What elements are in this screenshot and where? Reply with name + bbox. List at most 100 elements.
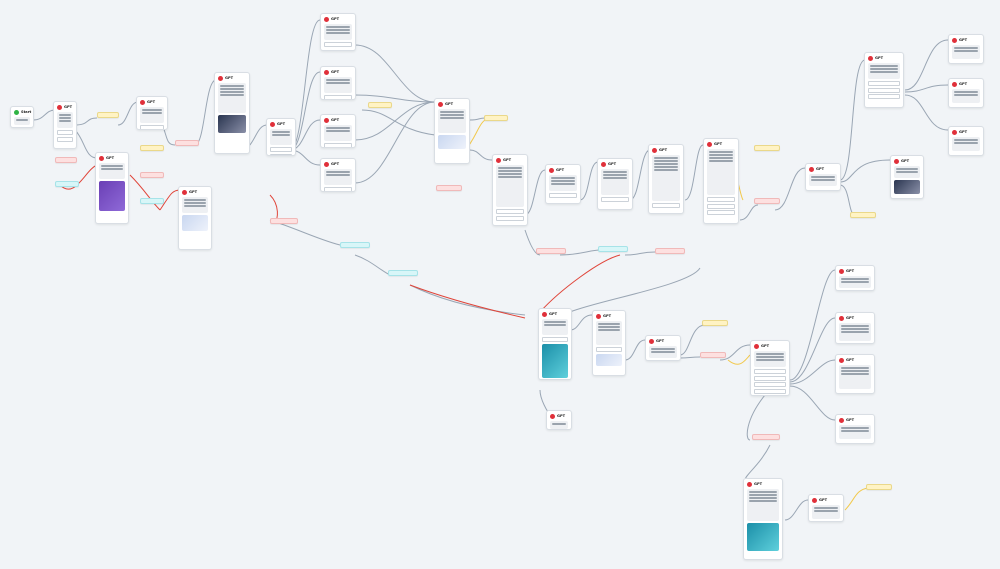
message-node[interactable]: GPT: [545, 164, 581, 204]
start-node[interactable]: Start: [10, 106, 34, 128]
message-node[interactable]: GPT: [320, 158, 356, 192]
action-tag[interactable]: [270, 218, 298, 224]
message-node[interactable]: GPT: [645, 335, 681, 361]
connection: [789, 385, 836, 421]
message-node[interactable]: GPT: [864, 52, 904, 108]
condition-tag[interactable]: [140, 198, 164, 204]
connection: [904, 84, 949, 93]
connection: [524, 169, 546, 216]
image-preview: [218, 115, 246, 133]
connection: [624, 251, 656, 256]
message-node[interactable]: GPT: [750, 340, 790, 396]
condition-tag[interactable]: [702, 320, 728, 326]
gpt-icon: [549, 167, 554, 173]
gpt-icon: [99, 155, 104, 161]
connection: [354, 94, 436, 103]
image-preview: [99, 181, 125, 211]
connection: [74, 129, 98, 159]
message-node[interactable]: GPT: [492, 154, 528, 226]
connection: [354, 44, 436, 103]
connection: [904, 39, 949, 91]
connection: [469, 149, 493, 161]
connection: [579, 161, 599, 201]
message-node[interactable]: GPT: [136, 96, 168, 130]
connection: [744, 444, 771, 481]
gpt-icon: [601, 161, 606, 167]
connection: [679, 324, 706, 356]
message-node[interactable]: GPT: [320, 114, 356, 148]
gpt-icon: [182, 189, 187, 195]
action-tag[interactable]: [175, 140, 199, 146]
message-node[interactable]: GPT: [95, 152, 129, 224]
image-preview: [438, 135, 466, 149]
message-node[interactable]: GPT: [835, 265, 875, 291]
connection: [361, 109, 436, 136]
condition-tag[interactable]: [340, 242, 370, 248]
condition-tag[interactable]: [97, 112, 119, 118]
message-node[interactable]: GPT: [948, 126, 984, 156]
gpt-icon: [952, 37, 957, 43]
image-preview: [542, 344, 568, 378]
message-node[interactable]: GPT: [890, 155, 924, 199]
action-tag[interactable]: [436, 185, 462, 191]
connection: [194, 79, 217, 146]
gpt-icon: [496, 157, 501, 163]
condition-tag[interactable]: [368, 102, 392, 108]
connection-highlight: [129, 174, 161, 211]
message-node[interactable]: GPT: [835, 414, 875, 444]
connection: [624, 339, 646, 361]
condition-tag[interactable]: [55, 181, 79, 187]
condition-tag[interactable]: [598, 246, 628, 252]
message-node[interactable]: GPT: [835, 354, 875, 394]
condition-tag[interactable]: [388, 270, 418, 276]
start-icon: [14, 109, 19, 115]
action-tag[interactable]: [700, 352, 726, 358]
message-node[interactable]: GPT: [648, 144, 684, 214]
condition-tag[interactable]: [140, 145, 164, 151]
message-node[interactable]: GPT: [592, 310, 626, 376]
message-node[interactable]: GPT: [214, 72, 250, 154]
message-node[interactable]: GPT: [538, 308, 572, 380]
action-tag[interactable]: [754, 198, 780, 204]
gpt-icon: [747, 481, 752, 487]
gpt-icon: [57, 104, 62, 110]
action-tag[interactable]: [55, 157, 77, 163]
action-tag[interactable]: [752, 434, 780, 440]
message-node[interactable]: GPT: [743, 478, 783, 560]
message-node[interactable]: GPT: [178, 186, 212, 250]
action-tag[interactable]: [655, 248, 685, 254]
action-tag[interactable]: [140, 172, 164, 178]
message-node[interactable]: GPT: [320, 66, 356, 100]
message-node[interactable]: GPT: [434, 98, 470, 164]
action-tag[interactable]: [536, 248, 566, 254]
message-node[interactable]: GPT: [703, 138, 739, 224]
message-node[interactable]: GPT: [805, 163, 841, 191]
message-node[interactable]: GPT: [266, 118, 296, 156]
message-node[interactable]: GPT: [835, 312, 875, 344]
message-node[interactable]: GPT: [320, 13, 356, 51]
message-node[interactable]: GPT: [597, 158, 633, 210]
connection: [789, 317, 836, 383]
connection: [569, 267, 701, 313]
connection: [684, 144, 704, 201]
connection: [784, 499, 809, 521]
message-node[interactable]: GPT: [808, 494, 844, 522]
condition-tag[interactable]: [850, 212, 876, 218]
condition-tag[interactable]: [754, 145, 780, 151]
connection-accent: [844, 487, 869, 511]
message-node[interactable]: GPT: [948, 34, 984, 64]
message-node[interactable]: GPT: [948, 78, 984, 108]
connection: [789, 269, 836, 381]
gpt-icon: [894, 158, 899, 164]
connection: [354, 101, 436, 184]
gpt-icon: [438, 101, 443, 107]
message-node[interactable]: GPT: [546, 410, 572, 430]
connection: [739, 204, 759, 221]
condition-tag[interactable]: [866, 484, 892, 490]
gpt-icon: [649, 338, 654, 344]
connection: [409, 284, 526, 316]
message-node[interactable]: GPT: [53, 101, 77, 149]
connection: [904, 94, 949, 131]
condition-tag[interactable]: [484, 115, 508, 121]
